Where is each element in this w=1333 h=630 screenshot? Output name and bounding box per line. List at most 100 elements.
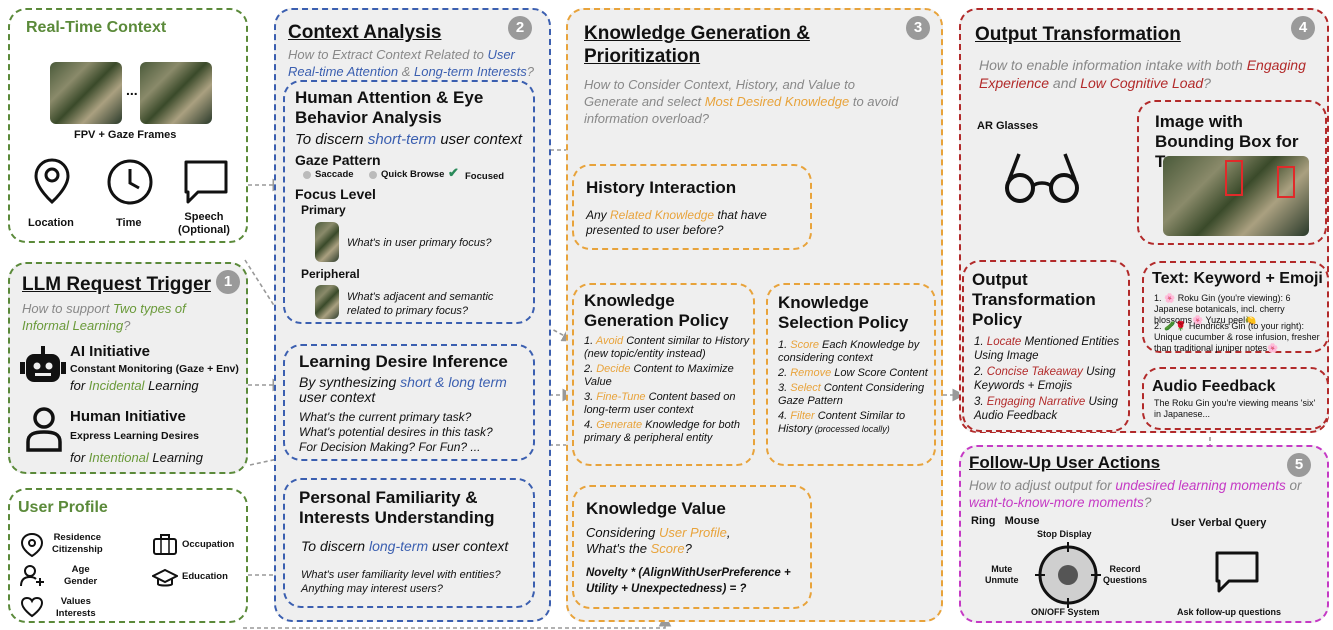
knowledge-value-box: Knowledge Value Considering User Profile… [572,485,812,609]
fpv-frame-image [140,62,212,124]
desire-title: Learning Desire Inference [299,352,508,371]
clock-icon [107,159,153,205]
frames-label: FPV + Gaze Frames [74,129,177,141]
output-policy-title: Output Transformation Policy [972,270,1096,329]
ai-initiative-title: AI Initiative [70,343,151,360]
knowledge-question: How to Consider Context, History, and Va… [584,77,899,126]
user-profile-panel: User Profile Residence Citizenship Occup… [8,488,248,623]
primary-question: What's in user primary focus? [347,237,492,249]
attention-subtitle: To discern short-term user context [295,131,523,148]
graduation-cap-icon [152,568,178,587]
desire-question-3: For Decision Making? For Fun? ... [299,440,481,454]
attention-title: Human Attention & Eye Behavior Analysis [295,88,484,127]
realtime-title: Real-Time Context [26,19,167,36]
output-policy-item: 1. Locate Mentioned Entities Using Image [974,336,1120,362]
attention-analysis-box: Human Attention & Eye Behavior Analysis … [283,80,535,324]
mute-unmute-label: Mute Unmute [985,564,1019,585]
ai-initiative-desc: Constant Monitoring (Gaze + Env) [70,363,239,375]
stop-display-label: Stop Display [1037,529,1092,539]
frames-ellipsis: ... [126,82,138,98]
text-output-title: Text: Keyword + Emoji [1152,270,1323,287]
step-number-badge: 1 [216,270,240,294]
record-questions-label: Record Questions [1103,564,1148,585]
occupation-label: Occupation [182,539,235,550]
add-person-icon [20,565,44,587]
ai-initiative-purpose: for Incidental Learning [70,378,199,393]
peripheral-focus-image [315,285,339,319]
selection-item: 2. Remove Low Score Content [778,367,928,379]
peripheral-question: What's adjacent and semantic related to … [347,291,494,317]
peripheral-label: Peripheral [301,267,360,281]
shelf-image [1163,156,1309,236]
focused-label: Focused [465,171,505,182]
audio-feedback-box: Audio Feedback The Roku Gin you're viewi… [1142,367,1329,430]
primary-focus-image [315,222,339,262]
output-title: Output Transformation [975,24,1181,45]
value-formula: Novelty * (AlignWithUserPreference + Uti… [586,567,791,595]
desire-question-1: What's the current primary task? [299,410,472,424]
context-title: Context Analysis [288,22,442,43]
trigger-title: LLM Request Trigger [22,274,211,295]
desire-question-2: What's potential desires in this task? [299,425,493,439]
verbal-query-label: User Verbal Query [1171,517,1267,529]
bounding-box-marker [1225,160,1243,196]
glasses-icon [1005,153,1079,203]
location-label: Location [28,217,74,229]
history-title: History Interaction [586,178,737,197]
history-box: History Interaction Any Related Knowledg… [572,164,812,250]
human-initiative-purpose: for Intentional Learning [70,450,204,465]
quick-browse-dot-icon [369,171,377,179]
followup-title: Follow-Up User Actions [969,453,1161,472]
learning-desire-box: Learning Desire Inference By synthesizin… [283,344,535,461]
text-output-item-2: 2. 🥒🌹 Hendricks Gin (to your right): Uni… [1154,321,1320,353]
step-number-badge: 4 [1291,16,1315,40]
time-label: Time [116,217,142,229]
desire-subtitle: By synthesizing short & long term user c… [299,374,507,405]
profile-title: User Profile [18,499,108,516]
saccade-dot-icon [303,171,311,179]
ask-followup-label: Ask follow-up questions [1177,607,1282,617]
speech-bubble-icon [184,160,228,204]
value-subtitle: Considering User Profile, What's the Sco… [586,525,731,556]
generation-policy-list: 1. Avoid Content similar to History (new… [584,335,752,447]
keyword-emoji-box: Text: Keyword + Emoji 1. 🌸 Roku Gin (you… [1142,261,1329,353]
robot-icon [20,346,66,382]
followup-question: How to adjust output for undesired learn… [969,478,1302,510]
generation-policy-box: Knowledge Generation Policy 1. Avoid Con… [572,283,755,466]
saccade-label: Saccade [315,169,354,180]
residence-label: Residence Citizenship [52,532,103,555]
llm-request-trigger-panel: LLM Request Trigger 1 How to support Two… [8,262,248,474]
ring-mouse-icon[interactable] [1033,540,1103,610]
generation-item: 1. Avoid Content similar to History (new… [584,335,750,360]
selection-policy-box: Knowledge Selection Policy 1. Score Each… [766,283,936,466]
generation-item: 3. Fine-Tune Content based on long-term … [584,391,736,416]
generation-item: 2. Decide Content to Maximize Value [584,363,734,388]
realtime-context-panel: Real-Time Context ... FPV + Gaze Frames … [8,8,248,243]
followup-panel: Follow-Up User Actions 5 How to adjust o… [959,445,1329,623]
human-initiative-desc: Express Learning Desires [70,430,199,442]
output-policy-item: 2. Concise Takeaway Using Keywords + Emo… [974,366,1116,392]
speech-bubble-icon [1215,551,1259,593]
selection-item: 3. Select Content Considering Gaze Patte… [778,382,925,407]
selection-item: 4. Filter Content Similar to History (pr… [778,410,906,435]
output-question: How to enable information intake with bo… [979,57,1306,91]
output-policy-list: 1. Locate Mentioned Entities Using Image… [974,335,1130,425]
history-question: Any Related Knowledge that have presente… [586,208,767,237]
familiarity-box: Personal Familiarity & Interests Underst… [283,478,535,608]
onoff-system-label: ON/OFF System [1031,607,1100,617]
location-icon [34,158,70,204]
context-question: How to Extract Context Related to User R… [288,47,534,79]
familiarity-title: Personal Familiarity & Interests Underst… [299,488,495,527]
output-policy-box: Output Transformation Policy 1. Locate M… [962,260,1130,432]
heart-icon [20,596,44,618]
audio-title: Audio Feedback [1152,378,1276,395]
familiarity-subtitle: To discern long-term user context [301,538,509,554]
selection-policy-title: Knowledge Selection Policy [778,293,909,332]
quick-browse-label: Quick Browse [381,169,445,180]
values-interests-label: Values Interests [56,596,96,619]
selection-policy-list: 1. Score Each Knowledge by considering c… [778,339,933,438]
knowledge-title: Knowledge Generation & Prioritization [584,23,810,67]
ring-mouse-label: Ring Mouse [971,515,1040,527]
checkmark-icon: ✔ [448,165,459,180]
output-policy-item: 3. Engaging Narrative Using Audio Feedba… [974,396,1118,422]
